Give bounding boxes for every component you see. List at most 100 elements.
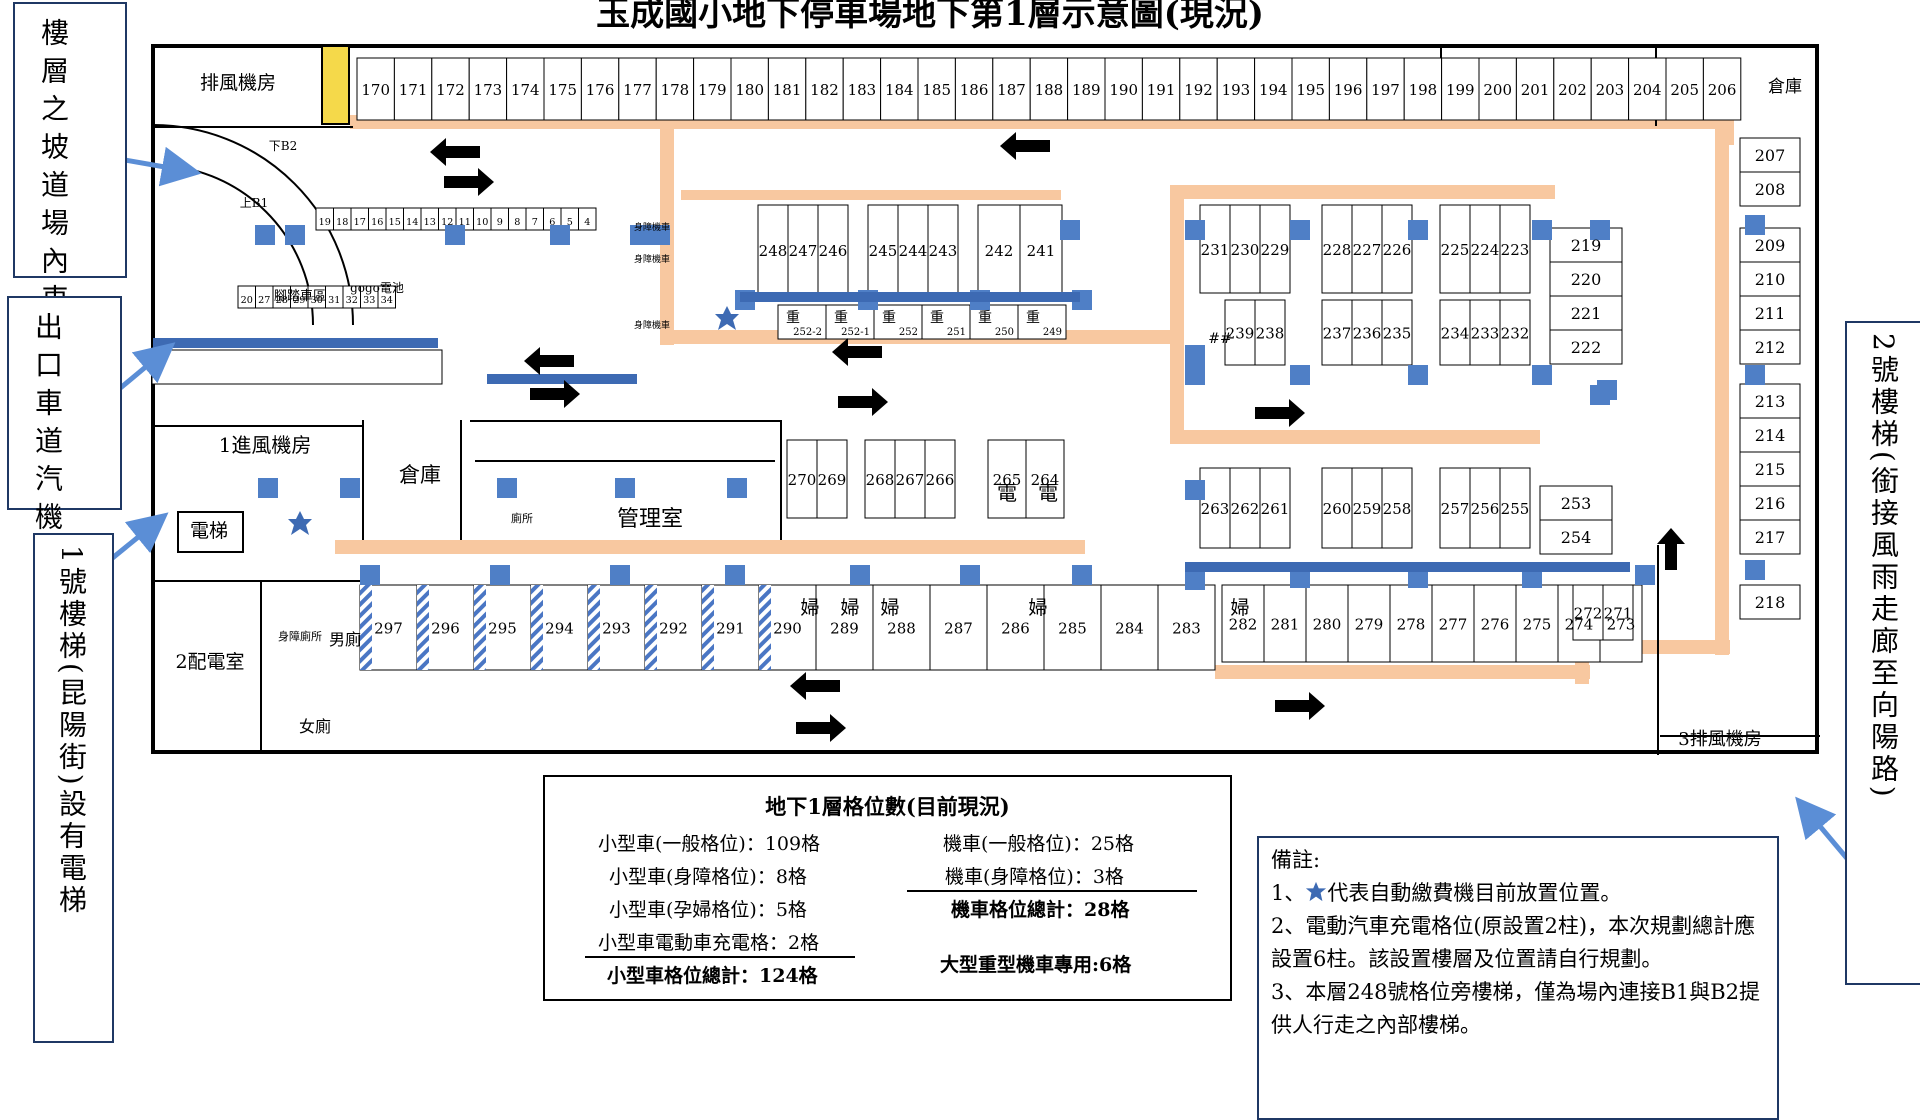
slot-number: 184 <box>885 81 914 99</box>
slot-number: 31 <box>328 295 340 306</box>
parking-slot <box>1403 57 1443 121</box>
slot-number: 197 <box>1371 81 1400 99</box>
store-mid-label: 倉庫 <box>399 463 441 487</box>
slot-number: 32 <box>346 295 358 306</box>
slot-number: 257 <box>1441 500 1470 518</box>
pillar <box>727 478 747 498</box>
slot-number: 27 <box>258 295 270 306</box>
slot-number: 252-2 <box>793 327 822 338</box>
wall <box>362 420 364 540</box>
parking-slot <box>1389 584 1433 663</box>
ev-label: 電 <box>997 481 1017 505</box>
parking-slot <box>1739 584 1801 620</box>
ramp-label-box: 樓層之坡道場內車輛上下 <box>13 2 127 436</box>
parking-slot <box>1628 57 1667 121</box>
parking-slot <box>757 204 789 296</box>
slot-number: 202 <box>1558 81 1587 99</box>
parking-slot <box>927 204 959 296</box>
slot-number: 198 <box>1409 81 1438 99</box>
pillar <box>1522 568 1542 588</box>
slot-number: 203 <box>1596 81 1625 99</box>
slot-number: 19 <box>319 217 331 228</box>
direction-arrow <box>430 138 480 166</box>
slot-number: 261 <box>1261 500 1290 518</box>
drive-lane <box>681 190 1061 200</box>
slot-number: 214 <box>1755 426 1786 445</box>
beam <box>153 338 438 348</box>
slot-number: 33 <box>363 295 375 306</box>
heavy-moto-slot <box>921 304 971 340</box>
heavy-moto-slot <box>873 304 923 340</box>
slot-number: 217 <box>1755 528 1786 547</box>
accessible-hatch <box>531 585 543 670</box>
parking-slot <box>1019 204 1063 296</box>
beam <box>740 292 1080 302</box>
slot-number: 293 <box>602 620 631 638</box>
slot-number: 231 <box>1201 241 1230 259</box>
moto-acc-label: 身障機車 <box>634 253 670 265</box>
heavy-moto-slot <box>777 304 827 340</box>
parking-slot <box>1539 519 1613 555</box>
parking-slot <box>880 57 919 121</box>
slot-number: 171 <box>399 81 428 99</box>
pillar <box>1408 220 1428 240</box>
pointer-arrow <box>1795 796 1852 864</box>
slot-number: 227 <box>1353 241 1382 259</box>
slot-number: 173 <box>474 81 503 99</box>
parking-slot <box>1351 299 1383 366</box>
pillar <box>490 565 510 585</box>
slot-number: 186 <box>960 81 989 99</box>
slot-number: 200 <box>1483 81 1512 99</box>
parking-slot <box>1499 299 1531 366</box>
pointer-arrow <box>108 512 169 562</box>
summary-left-3: 小型車電動車充電格：2格 <box>598 932 820 954</box>
slot-number: 284 <box>1115 620 1144 638</box>
slot-number: 5 <box>567 217 573 228</box>
drive-lane <box>335 540 1085 554</box>
slot-number: 253 <box>1561 494 1592 513</box>
pillar <box>650 225 670 245</box>
motor-lane <box>151 349 443 385</box>
accessible-hatch <box>588 585 600 670</box>
direction-arrow <box>832 338 882 366</box>
slot-number: 213 <box>1755 392 1786 411</box>
stair2-label-text: 2號樓梯(銜接風雨走廊至向陽路) <box>1867 333 1900 801</box>
direction-arrow <box>796 714 846 742</box>
pay-machine-icon <box>715 306 739 330</box>
heavy-label: 重 <box>978 310 992 326</box>
parking-slot <box>468 57 508 121</box>
parking-slot <box>917 57 956 121</box>
parking-slot <box>1473 584 1517 663</box>
parking-slot <box>1305 584 1349 663</box>
slot-number: 232 <box>1501 325 1530 343</box>
slot-number: 190 <box>1109 81 1138 99</box>
pillar <box>445 225 465 245</box>
wall <box>475 460 775 462</box>
parking-slot <box>805 57 844 121</box>
pillar <box>340 478 360 498</box>
accessible-hatch <box>645 585 657 670</box>
parking-slot <box>1381 204 1413 294</box>
slot-number: 283 <box>1172 620 1201 638</box>
slot-number: 246 <box>819 242 848 260</box>
pillar <box>850 565 870 585</box>
pillar <box>960 565 980 585</box>
parking-slot <box>1739 261 1801 297</box>
pillar <box>1290 568 1310 588</box>
toilet-acc-label: 身障廁所 <box>278 629 322 643</box>
slot-number: 234 <box>1441 325 1470 343</box>
wall <box>153 126 353 128</box>
pillar <box>360 565 380 585</box>
parking-slot <box>1043 584 1102 671</box>
parking-slot <box>1469 467 1501 549</box>
note-1-text: 代表自動繳費機目前放置位置。 <box>1327 881 1622 905</box>
slot-number: 222 <box>1571 338 1602 357</box>
pillar <box>285 225 305 245</box>
summary-right-rule <box>907 890 1197 892</box>
accessible-hatch <box>759 585 771 670</box>
slot-number: 251 <box>947 327 966 338</box>
slot-number: 187 <box>997 81 1026 99</box>
slot-number: 10 <box>476 217 488 228</box>
parking-slot <box>1739 519 1801 555</box>
slot-number: 223 <box>1501 241 1530 259</box>
